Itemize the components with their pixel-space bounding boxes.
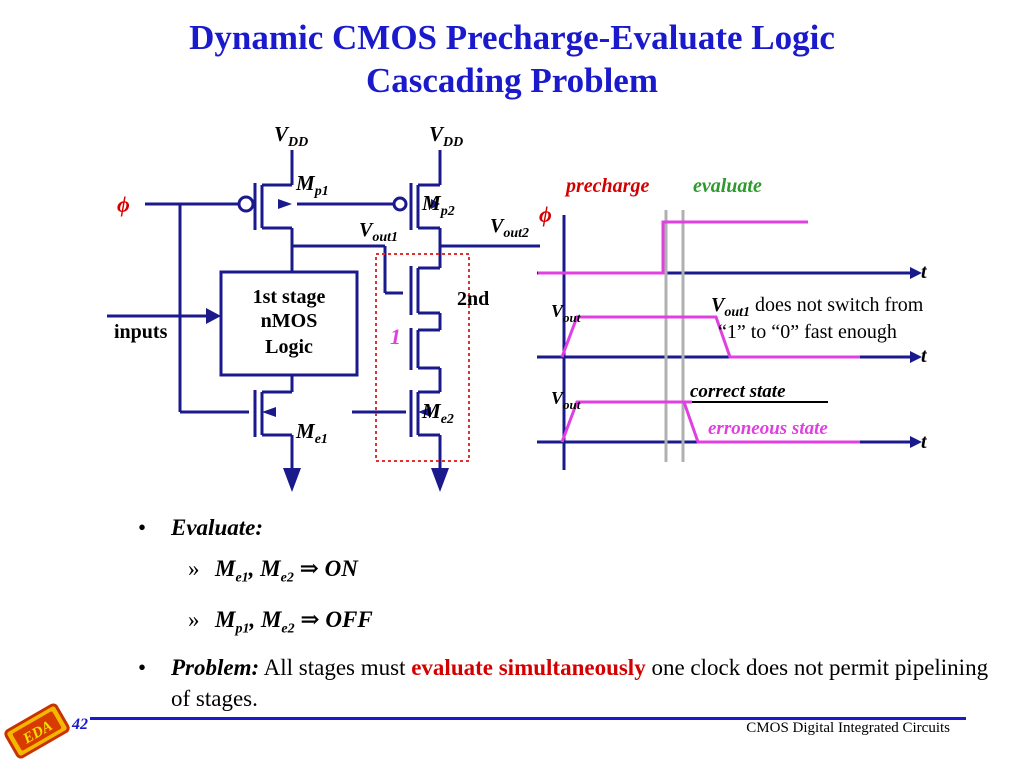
title-line-2: Cascading Problem: [366, 61, 658, 100]
logic-one-label: 1: [390, 324, 401, 349]
vout-label-2: Vout: [551, 388, 581, 412]
vdd-label-2: VDD: [429, 122, 463, 150]
vout-label-1: Vout: [551, 301, 581, 325]
sub-bullet-on: » Me1, Me2 ⇒ ON: [138, 553, 998, 594]
time-axis-3-arrow-icon: [910, 436, 922, 448]
bullet-evaluate: • Evaluate:: [138, 512, 998, 543]
stage1-label-line2: nMOS: [261, 310, 318, 332]
on-state: ON: [324, 556, 358, 581]
me2-sub: e2: [280, 570, 294, 586]
circuit-arrowheads: [206, 199, 449, 492]
phi-input-label: ϕ: [117, 192, 130, 217]
inputs-label: inputs: [114, 321, 168, 343]
bullet-dot: •: [138, 515, 147, 540]
ground-arrow-2-icon: [431, 468, 449, 492]
vdd-label-1: VDD: [274, 122, 308, 150]
title-line-1: Dynamic CMOS Precharge-Evaluate Logic: [189, 18, 835, 57]
vout2-correct-waveform: [560, 400, 692, 443]
timing-diagram: [537, 210, 922, 470]
implies-arrow: ⇒: [293, 556, 325, 581]
implies-arrow: ⇒: [294, 606, 326, 632]
precharge-label: precharge: [564, 175, 649, 197]
mp1-label: Mp1: [295, 171, 329, 199]
footer-divider: [90, 717, 966, 720]
t-label-3: t: [921, 431, 928, 453]
mp2-label: Mp2: [421, 191, 455, 219]
phi-waveform-label: ϕ: [539, 202, 552, 227]
bullet-list: • Evaluate: » Me1, Me2 ⇒ ON » Mp1, Me2 ⇒…: [138, 512, 998, 714]
bullet-problem: • Problem: All stages must evaluate simu…: [138, 652, 998, 714]
stage1-label-line3: Logic: [265, 336, 313, 358]
circuit-schematic: [107, 150, 540, 470]
mp1-arrow-icon: [278, 199, 292, 209]
evaluate-heading: Evaluate:: [171, 515, 263, 540]
me2-arrow-icon: [418, 407, 431, 417]
t-label-2: t: [921, 345, 928, 367]
time-axis-1-arrow-icon: [910, 267, 922, 279]
correct-state-label: correct state: [690, 381, 786, 402]
inputs-arrow-icon: [206, 308, 221, 324]
mp2-arrow-icon: [431, 199, 440, 209]
me2-sub: e2: [281, 621, 295, 637]
me2-label: Me2: [421, 399, 454, 427]
erroneous-state-label: erroneous state: [708, 418, 828, 439]
second-stage-dotted-box: [375, 253, 470, 462]
stage1-label-line1: 1st stage: [253, 286, 326, 308]
time-axis-2-arrow-icon: [910, 351, 922, 363]
mp1-sub: p1: [235, 621, 250, 637]
sub-bullet-mark: »: [188, 556, 200, 581]
vout2-erroneous-waveform: [682, 401, 860, 444]
problem-label: Problem:: [171, 655, 260, 681]
problem-text-1: All stages must: [259, 655, 412, 681]
m-symbol-2: , M: [249, 606, 282, 632]
slide-title: Dynamic CMOS Precharge-Evaluate Logic Ca…: [0, 16, 1024, 102]
me1-label: Me1: [295, 419, 328, 447]
vout1-label: Vout1: [359, 219, 398, 245]
sub-bullet-mark: »: [188, 606, 200, 632]
sub-bullet-off: » Mp1, Me2 ⇒ OFF: [138, 604, 998, 645]
m-symbol: M: [215, 606, 236, 632]
second-stage-label: 2nd: [457, 288, 489, 310]
course-name: CMOS Digital Integrated Circuits: [746, 720, 950, 736]
vout1-waveform: [560, 315, 860, 359]
problem-highlight: evaluate simultaneously: [411, 655, 646, 681]
vout1-note-line1: Vout1 does not switch from: [711, 294, 924, 320]
m-symbol: M: [215, 556, 236, 581]
vout1-note-line2: “1” to “0” fast enough: [718, 321, 897, 343]
me1-sub: e1: [235, 570, 249, 586]
vout2-label: Vout2: [490, 215, 529, 241]
phi-waveform: [538, 220, 808, 275]
evaluate-label: evaluate: [693, 175, 762, 197]
eda-logo: EDA: [4, 703, 70, 759]
sub-bullet-on-text: Me1, Me2 ⇒ ON: [215, 556, 358, 586]
page-number: 42: [72, 716, 88, 733]
bullet-dot: •: [138, 655, 147, 681]
m-symbol-2: , M: [248, 556, 281, 581]
sub-bullet-off-text: Mp1, Me2 ⇒ OFF: [215, 606, 373, 637]
me1-arrow-icon: [262, 407, 276, 417]
t-label-1: t: [921, 261, 928, 283]
ground-arrow-1-icon: [283, 468, 301, 492]
off-state: OFF: [325, 606, 373, 632]
problem-text-2: one clock does not permit pipelining of …: [171, 655, 989, 712]
